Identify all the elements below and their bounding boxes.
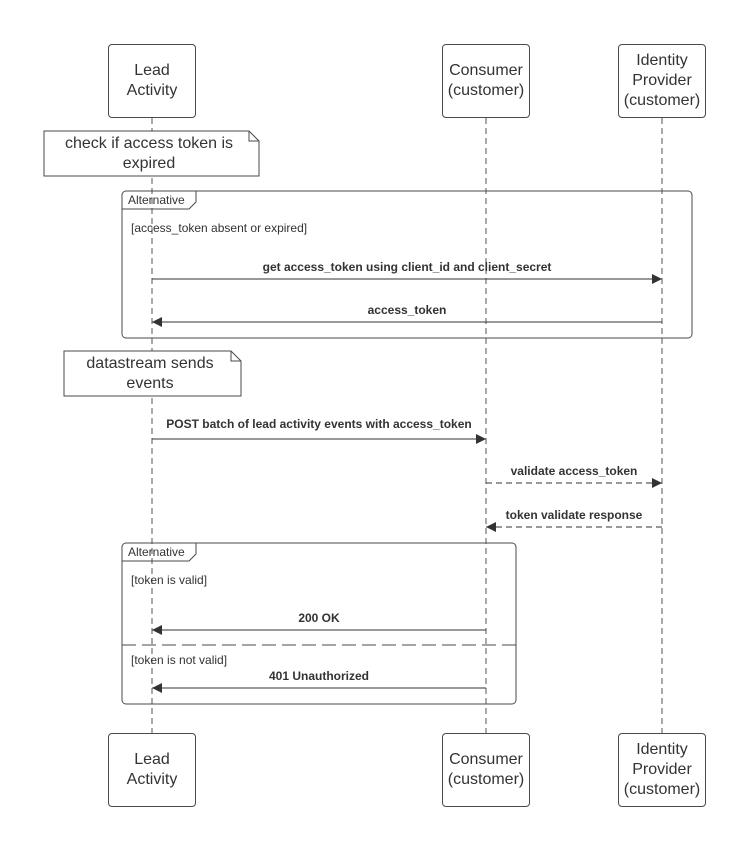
message-validate-response: token validate response [505, 508, 643, 522]
participant-label: Identity [636, 741, 688, 758]
participant-label: Consumer [449, 751, 523, 768]
message-access-token: access_token [367, 303, 447, 317]
participant-label: Identity [636, 52, 688, 69]
message-post-batch: POST batch of lead activity events with … [166, 417, 472, 431]
participant-label: Activity [126, 82, 178, 99]
participant-label: (customer) [623, 92, 701, 109]
participant-label: Lead [134, 751, 170, 768]
participant-label: (customer) [623, 781, 701, 798]
note-text: events [126, 375, 174, 392]
participant-identity-provider-top: Identity Provider (customer) [618, 44, 706, 118]
participant-identity-provider-bottom: Identity Provider (customer) [618, 733, 706, 807]
message-401-unauthorized: 401 Unauthorized [268, 669, 370, 683]
note-text: datastream sends [86, 355, 214, 372]
participant-label: Lead [134, 62, 170, 79]
participant-label: Activity [126, 771, 178, 788]
alt-frame-2-label: Alternative [128, 545, 185, 559]
participant-lead-activity-bottom: Lead Activity [108, 733, 196, 807]
alt-frame-1-label: Alternative [128, 193, 185, 207]
participant-label: Provider [632, 72, 692, 89]
note-check-token-shape [43, 130, 260, 177]
note-check-token: check if access token is expired [46, 133, 252, 175]
alt-frame-2 [121, 542, 517, 705]
alt-frame-1 [121, 190, 693, 339]
message-get-token: get access_token using client_id and cli… [262, 260, 552, 274]
participant-label: (customer) [447, 82, 525, 99]
alt-frame-1-guard: [access_token absent or expired] [131, 221, 308, 235]
message-200-ok: 200 OK [298, 611, 340, 625]
participant-label: Provider [632, 761, 692, 778]
alt-frame-2-guard-valid: [token is valid] [131, 573, 208, 587]
participant-label: Consumer [449, 62, 523, 79]
participant-consumer-top: Consumer (customer) [442, 44, 530, 118]
note-text: check if access token is [64, 135, 234, 152]
note-datastream-shape [63, 350, 242, 397]
participant-label: (customer) [447, 771, 525, 788]
note-datastream: datastream sends events [66, 353, 234, 395]
note-text: expired [122, 155, 176, 172]
participant-lead-activity-top: Lead Activity [108, 44, 196, 118]
participant-consumer-bottom: Consumer (customer) [442, 733, 530, 807]
alt-frame-1-tab [122, 191, 197, 210]
alt-frame-2-guard-invalid: [token is not valid] [131, 653, 228, 667]
alt-frame-2-tab [122, 543, 197, 562]
message-validate: validate access_token [510, 464, 638, 478]
